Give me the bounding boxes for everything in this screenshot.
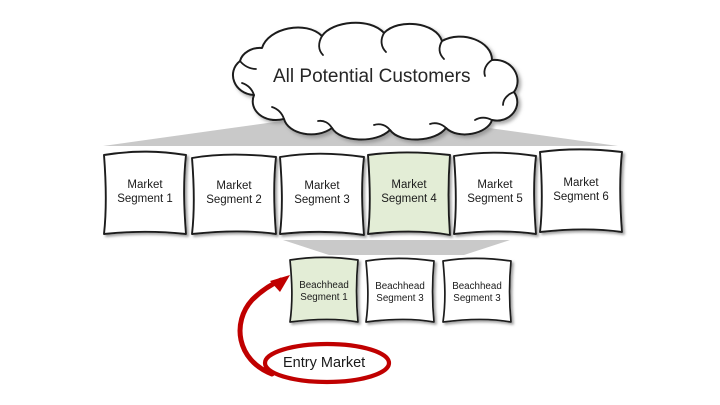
market-segment-card-6[interactable] bbox=[539, 148, 623, 233]
market-segment-card-3[interactable] bbox=[279, 152, 365, 236]
entry-market-label: Entry Market bbox=[283, 355, 366, 371]
beachhead-segment-card-1[interactable] bbox=[289, 256, 359, 323]
market-segment-card-4[interactable] bbox=[367, 151, 451, 236]
entry-market-ellipse[interactable] bbox=[262, 341, 392, 385]
beachhead-segment-card-3[interactable] bbox=[442, 257, 512, 323]
beachhead-segment-card-2[interactable] bbox=[365, 257, 435, 323]
market-segment-card-5[interactable] bbox=[453, 151, 537, 235]
market-segment-card-1[interactable] bbox=[103, 150, 187, 235]
entry-market-arrow-icon bbox=[237, 275, 290, 377]
market-segment-card-2[interactable] bbox=[191, 153, 277, 235]
beachhead-segment-cards bbox=[289, 256, 512, 323]
cloud-shape bbox=[232, 21, 519, 141]
cloud-label: All Potential Customers bbox=[273, 66, 471, 87]
market-segment-cards bbox=[103, 148, 623, 236]
funnel-bottom bbox=[283, 240, 510, 255]
